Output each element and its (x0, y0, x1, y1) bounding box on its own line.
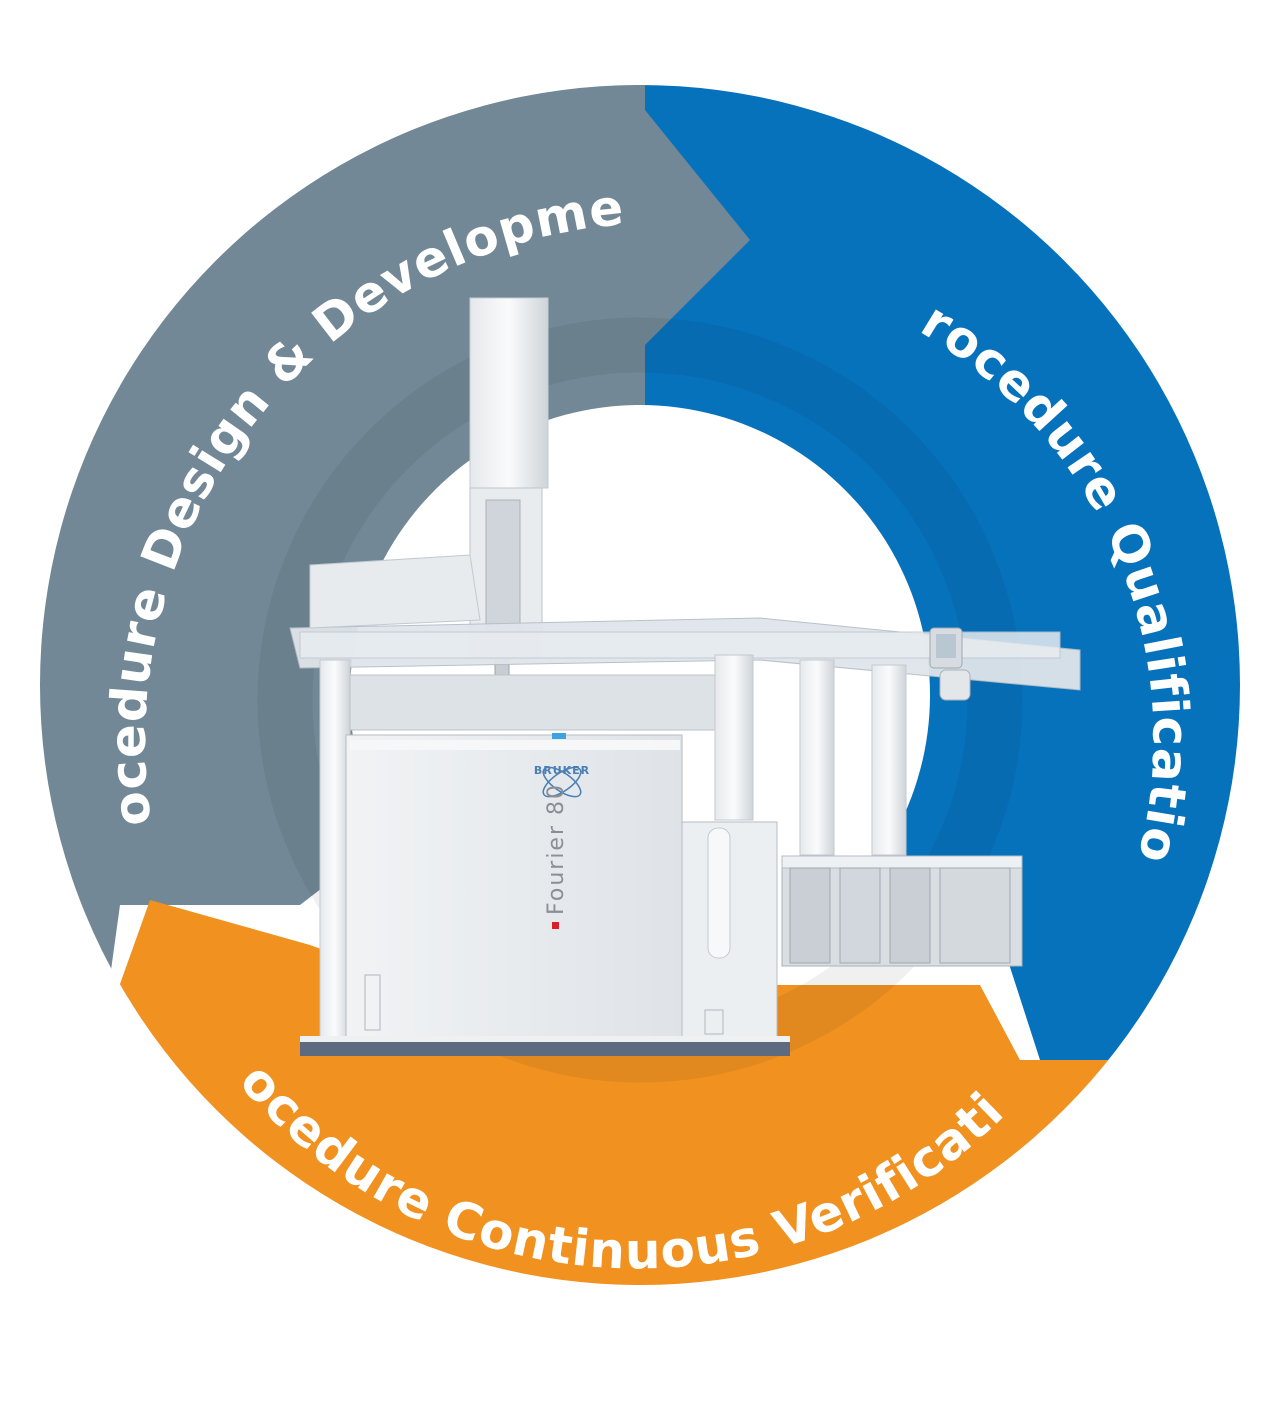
instrument-illustration: BRUKER Fourier 80 (289, 297, 1081, 1056)
model-name: Fourier 80 (544, 783, 569, 915)
bruker-logo: BRUKER (534, 764, 590, 798)
brand-name: BRUKER (534, 764, 590, 777)
verification-segment (39, 900, 1240, 1285)
model-accent-square (552, 922, 559, 929)
